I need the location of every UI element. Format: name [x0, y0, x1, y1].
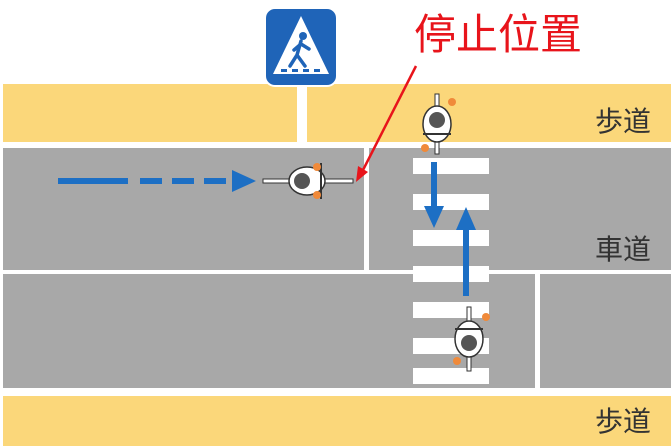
stop-line-opposite	[535, 274, 540, 390]
sidewalk-bottom-label: 歩道	[595, 405, 652, 438]
stop-position-label: 停止位置	[414, 10, 583, 59]
stop-line	[364, 146, 369, 272]
sidewalk-top-label: 歩道	[595, 105, 652, 138]
cyclist-topview-icon	[262, 163, 354, 199]
cyclist-topview-icon	[453, 306, 490, 372]
road-edge-bottom	[3, 388, 671, 392]
center-line	[3, 270, 671, 274]
sidewalk-bottom	[3, 396, 671, 446]
sidewalk-top	[3, 84, 671, 142]
stop-position-callout	[356, 65, 418, 182]
approach-arrow	[58, 170, 256, 192]
roadway	[3, 146, 671, 390]
sign-pole	[297, 84, 307, 144]
down-arrow	[424, 162, 444, 228]
road-edge-top	[3, 144, 671, 148]
roadway-label: 車道	[595, 233, 652, 266]
pedestrian-crossing-sign-icon	[264, 7, 338, 87]
up-arrow	[456, 207, 476, 296]
cyclist-topview-icon	[421, 93, 456, 155]
